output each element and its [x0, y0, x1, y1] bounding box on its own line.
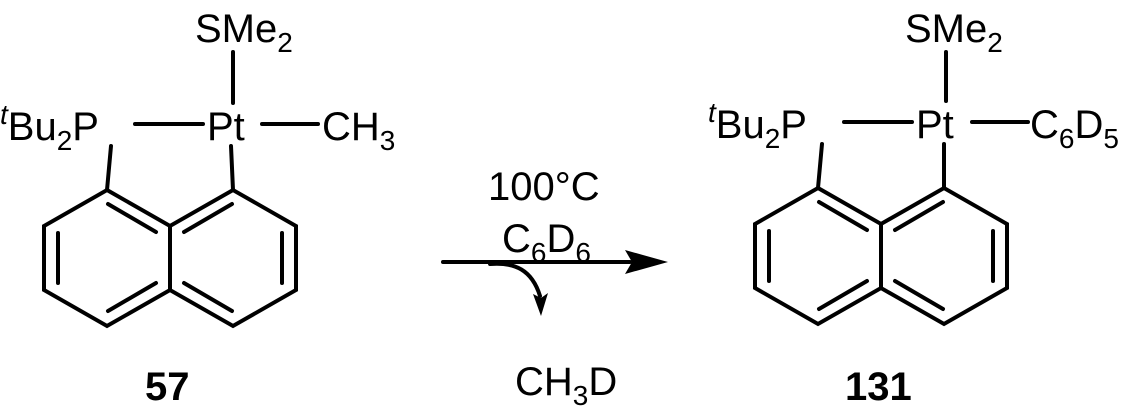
product-compound-number: 131	[845, 365, 912, 409]
reactant-p-c1-bond	[105, 144, 113, 192]
reactant-pt-label: Pt	[207, 105, 245, 149]
product-naphthalene-ring	[753, 185, 1009, 327]
byproduct-label: CH3D	[515, 360, 617, 411]
product-double-bond	[893, 200, 945, 232]
product-double-bond	[817, 200, 869, 232]
product-double-bond	[817, 279, 869, 311]
product-aryl-label: C6D5	[1030, 103, 1119, 154]
product-sme2-label: SMe2	[905, 7, 1003, 58]
reactant-double-bond	[182, 202, 234, 234]
reactant-naphthalene-ring	[42, 187, 298, 329]
product-p-c1-bond	[816, 142, 824, 190]
reaction-conditions: 100°C C6D6 CH3D	[441, 165, 668, 411]
reactant-sme2-label: SMe2	[195, 7, 293, 58]
product-double-bond	[893, 279, 945, 311]
temperature-label: 100°C	[488, 165, 600, 209]
product-phosphine-label: tBu2P	[708, 97, 807, 154]
reactant-phosphine-label: tBu2P	[0, 99, 99, 156]
byproduct-curved-arrow	[488, 261, 542, 298]
reactant-double-bond	[106, 281, 158, 313]
reactant-methyl-label: CH3	[322, 105, 395, 156]
byproduct-arrow-head	[533, 293, 548, 316]
product-131: SMe2 tBu2P Pt C6D5 131	[708, 7, 1119, 409]
reactant-pt-c8-bond	[229, 144, 235, 192]
reactant-compound-number: 57	[145, 365, 190, 409]
product-pt-label: Pt	[916, 103, 954, 147]
reactant-double-bond	[182, 281, 234, 313]
reactant-57: SMe2 tBu2P Pt CH3 57	[0, 7, 395, 409]
reactant-double-bond	[106, 202, 158, 234]
reaction-arrow-head	[625, 250, 668, 274]
